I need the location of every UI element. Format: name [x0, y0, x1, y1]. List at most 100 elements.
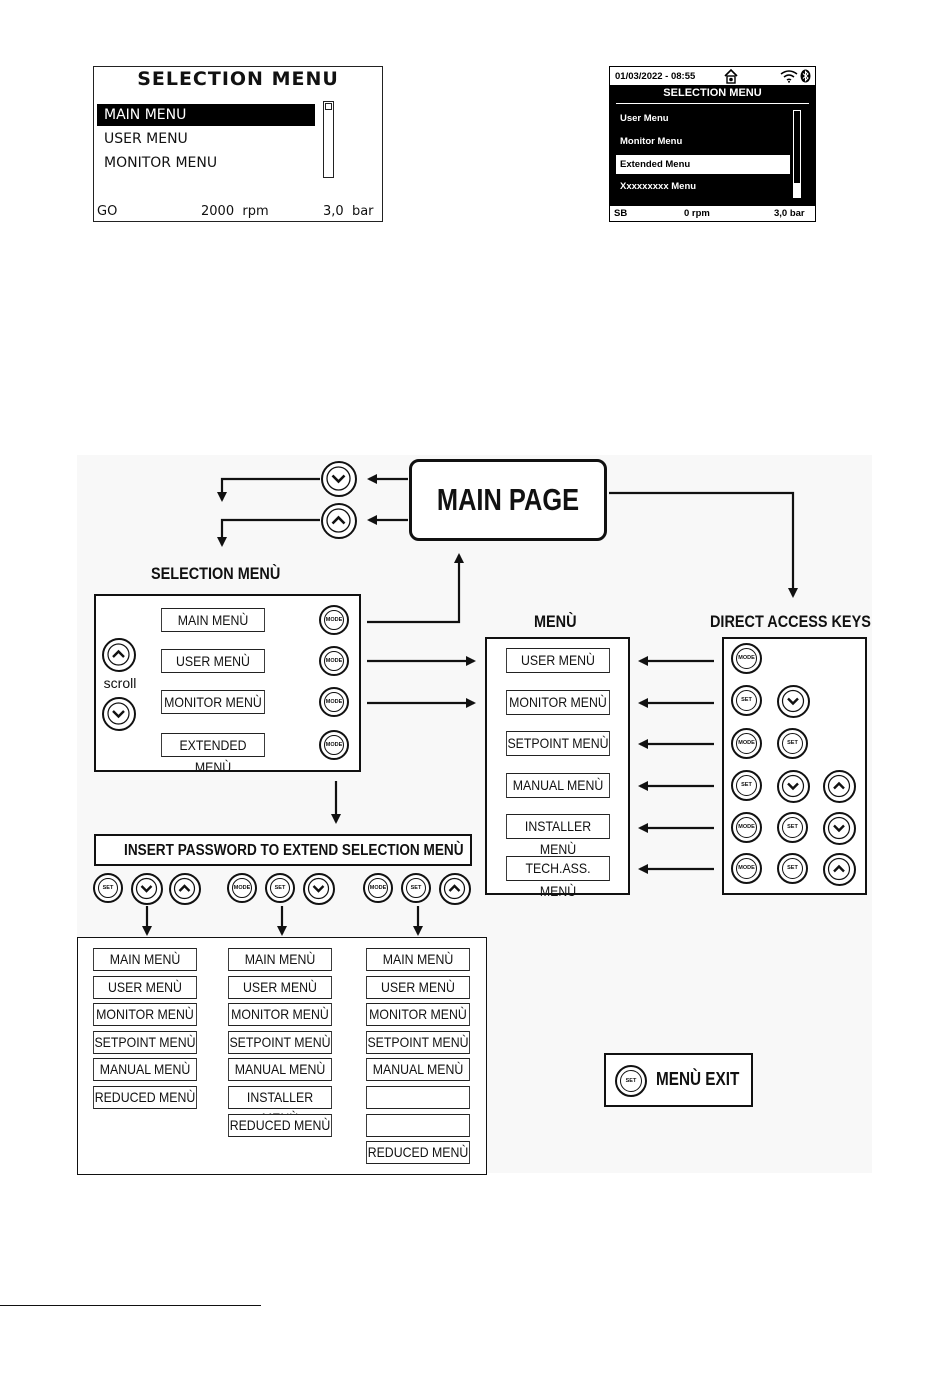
up-arrow-key[interactable] [823, 853, 856, 886]
selection-item-extended[interactable]: EXTENDED MENÙ [161, 733, 265, 775]
extended-menu-item-label: MONITOR MENÙ [369, 1006, 467, 1023]
selection-item-main[interactable]: MAIN MENÙ [161, 608, 265, 632]
menu-item-user[interactable]: USER MENÙ [506, 648, 610, 673]
chevron-down-icon [326, 466, 351, 491]
down-arrow-key[interactable] [303, 873, 335, 905]
scroll-up-key[interactable] [102, 638, 136, 672]
scroll-label: scroll [103, 675, 137, 691]
menu-item-techass[interactable]: TECH.ASS. MENÙ [506, 856, 610, 899]
lcd-modern-display: 01/03/2022 - 08:55 SELECTION MENU User M… [609, 66, 816, 222]
extended-menu-item[interactable]: MAIN MENÙ [93, 948, 197, 971]
scroll-thumb[interactable] [325, 103, 332, 110]
set-key[interactable]: SET [777, 812, 808, 843]
set-key[interactable]: SET [265, 873, 295, 903]
extended-menu-item[interactable]: MONITOR MENÙ [93, 1003, 197, 1027]
extended-menu-item[interactable]: SETPOINT MENÙ [366, 1030, 470, 1054]
up-arrow-key[interactable] [321, 503, 357, 539]
lcd-modern-scrollbar[interactable] [793, 110, 801, 198]
extended-menu-item[interactable]: MAIN MENÙ [366, 948, 470, 971]
extended-menu-item[interactable]: INSTALLER MENÙ [228, 1086, 332, 1126]
set-key[interactable]: SET [615, 1065, 647, 1097]
extended-menu-item[interactable]: SETPOINT MENÙ [228, 1030, 332, 1054]
extended-menu-item[interactable]: MANUAL MENÙ [93, 1058, 197, 1082]
extended-menu-item[interactable]: USER MENÙ [366, 975, 470, 999]
menu-box [485, 637, 630, 895]
chevron-up-icon [173, 877, 196, 900]
up-arrow-key[interactable] [439, 873, 471, 905]
mode-key-label: MODE [369, 885, 387, 891]
menu-item-label: TECH.ASS. MENÙ [525, 860, 591, 899]
mode-key[interactable]: MODE [319, 646, 349, 676]
extended-menu-item[interactable]: MONITOR MENÙ [366, 1003, 470, 1027]
mode-key-label: MODE [738, 865, 755, 871]
extended-menu-item[interactable]: MANUAL MENÙ [366, 1058, 470, 1082]
lcd-modern-item-extended[interactable]: Extended Menu [616, 155, 790, 174]
extended-menu-item-label: MANUAL MENÙ [234, 1061, 326, 1078]
set-key[interactable]: SET [93, 873, 123, 903]
extended-menu-item[interactable]: SETPOINT MENÙ [93, 1030, 197, 1054]
extended-menu-item[interactable]: REDUCED MENÙ [93, 1086, 197, 1109]
up-arrow-key[interactable] [823, 770, 856, 803]
set-key[interactable]: SET [777, 728, 808, 759]
down-arrow-key[interactable] [777, 685, 810, 718]
mode-key[interactable]: MODE [319, 605, 349, 635]
lcd-modern-title: SELECTION MENU [663, 87, 762, 99]
down-arrow-key[interactable] [823, 812, 856, 845]
extended-menu-item-label: MONITOR MENÙ [231, 1006, 329, 1023]
mode-key[interactable]: MODE [731, 853, 762, 884]
set-key[interactable]: SET [777, 853, 808, 884]
scroll-thumb[interactable] [794, 183, 800, 197]
extended-menu-item[interactable]: MANUAL MENÙ [228, 1058, 332, 1082]
selection-item-label: MONITOR MENÙ [164, 694, 262, 710]
mode-key-label: MODE [233, 885, 251, 891]
set-key[interactable]: SET [401, 873, 431, 903]
selection-item-label: MAIN MENÙ [177, 612, 249, 628]
menu-item-label: SETPOINT MENÙ [507, 735, 609, 751]
lcd-classic-item-user[interactable]: USER MENU [104, 131, 188, 147]
menu-item-setpoint[interactable]: SETPOINT MENÙ [506, 731, 610, 756]
lcd-modern-item-user[interactable]: User Menu [620, 113, 669, 124]
lcd-classic-item-monitor[interactable]: MONITOR MENU [104, 155, 218, 171]
mode-key-label: MODE [325, 742, 343, 748]
lcd-classic-scrollbar[interactable] [323, 101, 334, 178]
set-key-label: SET [787, 824, 798, 830]
down-arrow-key[interactable] [777, 770, 810, 803]
mode-key[interactable]: MODE [227, 873, 257, 903]
extended-menu-item[interactable]: MAIN MENÙ [228, 948, 332, 971]
direct-access-heading: DIRECT ACCESS KEYS [710, 612, 871, 631]
scroll-down-key[interactable] [102, 697, 136, 731]
mode-key-label: MODE [325, 658, 343, 664]
extended-menu-item[interactable]: MONITOR MENÙ [228, 1003, 332, 1027]
menu-item-monitor[interactable]: MONITOR MENÙ [506, 690, 610, 715]
mode-key[interactable]: MODE [319, 730, 349, 760]
mode-key[interactable]: MODE [363, 873, 393, 903]
selection-item-user[interactable]: USER MENÙ [161, 649, 265, 673]
set-key[interactable]: SET [731, 685, 762, 716]
mode-key[interactable]: MODE [731, 728, 762, 759]
extended-menu-item[interactable]: USER MENÙ [93, 975, 197, 999]
set-key[interactable]: SET [731, 770, 762, 801]
extended-menu-item[interactable]: REDUCED MENÙ [366, 1141, 470, 1165]
mode-key[interactable]: MODE [319, 687, 349, 717]
down-arrow-key[interactable] [131, 873, 163, 905]
mode-key[interactable]: MODE [731, 643, 762, 674]
menu-exit-box[interactable]: SET MENÙ EXIT [604, 1053, 753, 1107]
down-arrow-key[interactable] [321, 461, 357, 497]
lcd-modern-item-custom[interactable]: Xxxxxxxxx Menu [620, 181, 697, 192]
mode-key[interactable]: MODE [731, 812, 762, 843]
extended-menu-item[interactable]: USER MENÙ [228, 975, 332, 999]
mode-key-label: MODE [738, 740, 755, 746]
direct-access-box [722, 637, 867, 895]
mode-key-label: MODE [738, 824, 755, 830]
lcd-classic-item-main[interactable]: MAIN MENU [97, 104, 315, 126]
chevron-up-icon [443, 877, 466, 900]
extended-menu-item-label: USER MENÙ [381, 978, 455, 995]
menu-item-manual[interactable]: MANUAL MENÙ [506, 773, 610, 798]
menu-item-installer[interactable]: INSTALLER MENÙ [506, 814, 610, 857]
password-banner-text: INSERT PASSWORD TO EXTEND SELECTION MENÙ [124, 842, 464, 859]
extended-menu-item[interactable]: REDUCED MENÙ [228, 1113, 332, 1137]
selection-item-monitor[interactable]: MONITOR MENÙ [161, 690, 265, 714]
main-page-box[interactable]: MAIN PAGE [409, 459, 607, 541]
lcd-modern-item-monitor[interactable]: Monitor Menu [620, 136, 683, 147]
up-arrow-key[interactable] [169, 873, 201, 905]
